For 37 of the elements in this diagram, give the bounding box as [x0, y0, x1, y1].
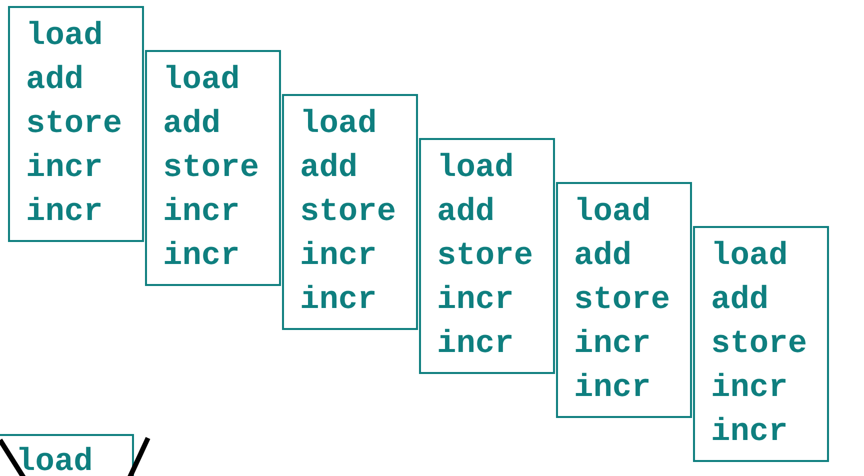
instruction-text: incr	[437, 280, 514, 320]
instruction-text: incr	[300, 280, 377, 320]
instruction-text: add	[437, 192, 495, 232]
instruction-text: load	[711, 236, 788, 276]
instruction-text: load	[26, 16, 103, 56]
instruction-text: store	[574, 280, 670, 320]
instruction-text: incr	[163, 192, 240, 232]
instruction-text: store	[437, 236, 534, 276]
instruction-text: load	[437, 148, 514, 188]
instruction-box	[556, 182, 692, 418]
instruction-text: load	[574, 192, 651, 232]
instruction-text: add	[26, 60, 84, 100]
instruction-text: store	[26, 104, 122, 144]
instruction-text: load	[300, 104, 377, 144]
instruction-text: add	[711, 280, 769, 320]
instruction-text: incr	[26, 148, 103, 188]
instruction-box	[419, 138, 555, 374]
instruction-text: incr	[574, 324, 651, 364]
instruction-box	[282, 94, 418, 330]
instruction-text: incr	[711, 368, 788, 408]
instruction-text: store	[711, 324, 808, 364]
instruction-box	[8, 6, 144, 242]
instruction-text: incr	[300, 236, 377, 276]
instruction-text: incr	[163, 236, 240, 276]
instruction-text: incr	[437, 324, 514, 364]
instruction-box	[145, 50, 281, 286]
instruction-text: add	[300, 148, 358, 188]
instruction-text: add	[163, 104, 221, 144]
instruction-text: load	[16, 442, 93, 476]
instruction-text: add	[574, 236, 632, 276]
instruction-text: load	[163, 60, 240, 100]
instruction-text: incr	[26, 192, 103, 232]
instruction-text: incr	[574, 368, 651, 408]
instruction-text: store	[163, 148, 260, 188]
instruction-box	[693, 226, 829, 462]
instruction-text: store	[300, 192, 396, 232]
instruction-text: incr	[711, 412, 788, 452]
